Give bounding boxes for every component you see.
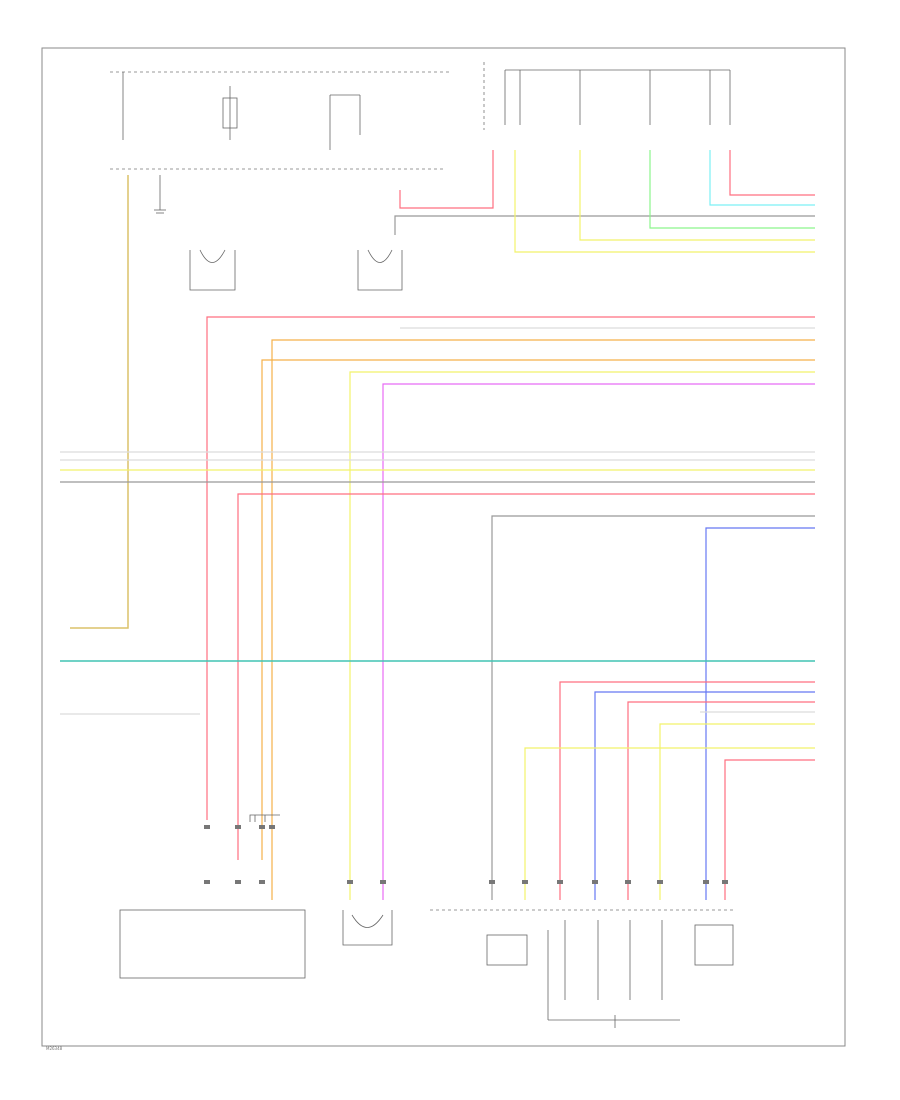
diagram-code: M26348 (46, 1046, 63, 1051)
sensor-connector-right (357, 249, 403, 291)
tcm-switch-group (547, 920, 734, 1028)
tan-vertical-wire (70, 175, 129, 629)
diagram-frame (41, 47, 846, 1047)
sensor-connector-left (189, 249, 236, 291)
tcm-solenoid-body (486, 934, 528, 966)
speed-sensor-connector (342, 910, 393, 946)
transmission-switch-group (483, 62, 731, 130)
main-wire-bundle (60, 316, 815, 900)
connector-pins (204, 825, 728, 884)
top-right-wires (394, 150, 815, 253)
tcm-wire-bundle (524, 681, 815, 900)
top-left-switch-group (122, 72, 361, 150)
electronic-brake-control-module (119, 909, 306, 979)
ground-icon (154, 175, 166, 214)
splice-connector (249, 814, 280, 822)
